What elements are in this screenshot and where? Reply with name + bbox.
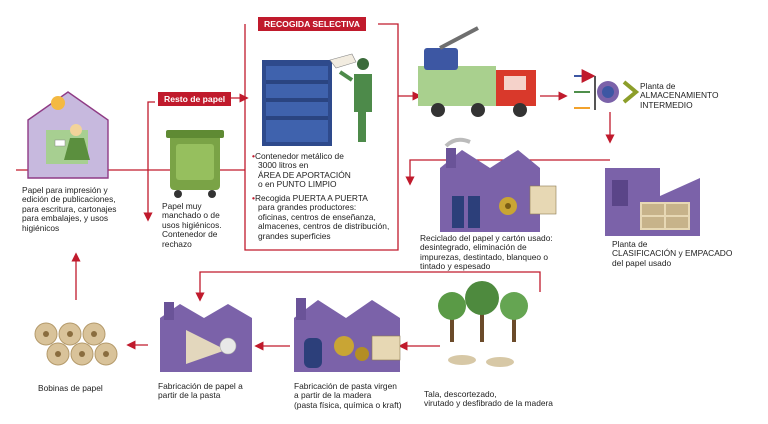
arrow-recycle-to-paper xyxy=(195,271,541,302)
selective-box-border xyxy=(244,23,399,251)
house-icon xyxy=(27,91,109,179)
container-icon xyxy=(262,53,357,146)
door-text: •Recogida PUERTA A PUERTA para grandes p… xyxy=(252,193,390,241)
person-icon xyxy=(338,58,372,142)
pulp-factory-icon xyxy=(294,298,401,372)
flow-arrows xyxy=(16,23,615,351)
resto-label: Resto de papel xyxy=(158,92,232,106)
tala-text: Tala, descortezado,virutado y desfibrado… xyxy=(424,389,553,409)
arrow-class-to-recycle xyxy=(405,159,610,186)
trees-icon xyxy=(438,281,528,367)
truck-icon xyxy=(418,26,536,117)
container-text: •Contenedor metálico de 3000 litros en Á… xyxy=(252,151,351,190)
arrow-to-resto xyxy=(147,101,155,170)
classification-plant-icon xyxy=(605,168,700,236)
bin-icon xyxy=(166,130,224,198)
paper-factory-icon xyxy=(160,302,252,372)
bobinas-text: Bobinas de papel xyxy=(38,383,103,393)
page-title: RECOGIDA SELECTIVA xyxy=(258,17,366,31)
bobinas-icon xyxy=(34,322,118,366)
recycling-text: Reciclado del papel y cartón usado:desin… xyxy=(420,233,553,272)
storage-plant-icon xyxy=(574,69,640,110)
recycling-factory-icon xyxy=(440,137,557,232)
